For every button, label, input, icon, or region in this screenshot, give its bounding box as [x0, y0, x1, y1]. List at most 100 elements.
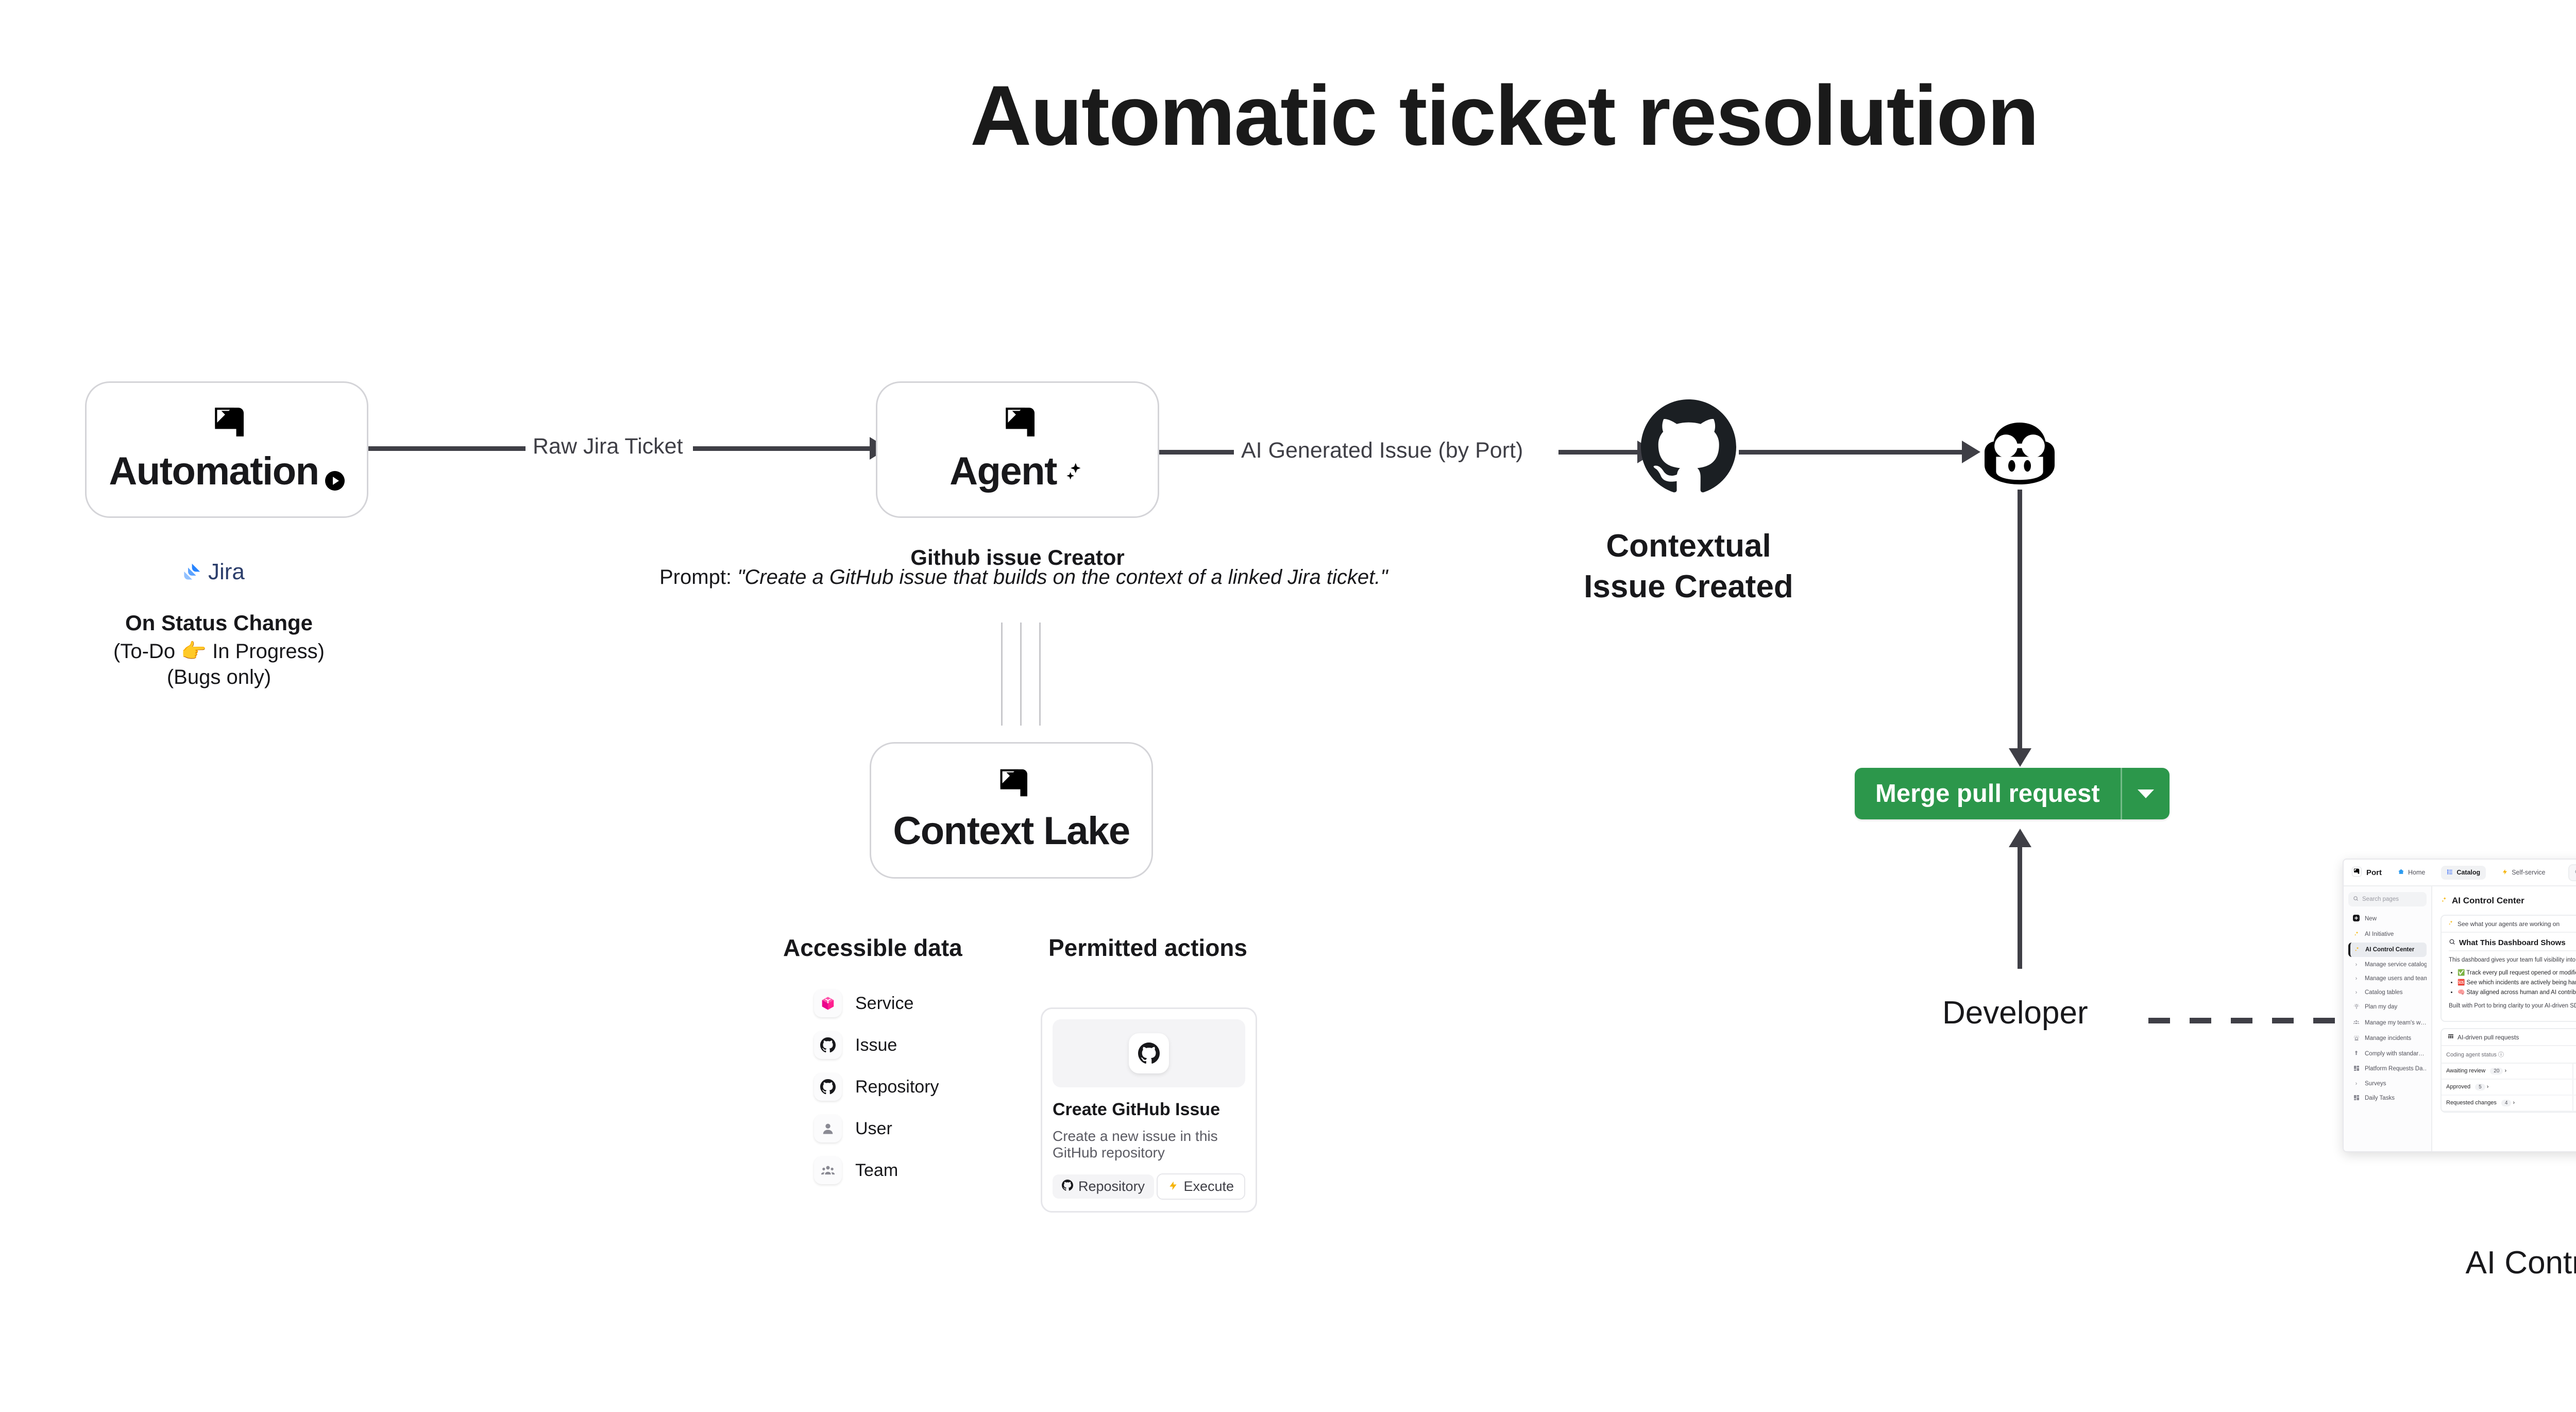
- permitted-actions-title: Permitted actions: [1048, 934, 1247, 961]
- edge-line-automation-agent-right: [693, 446, 871, 451]
- magnifier-icon: [2449, 938, 2455, 947]
- edge-line-github-copilot: [1739, 450, 1965, 455]
- merge-pull-request-label[interactable]: Merge pull request: [1875, 780, 2100, 808]
- sidebar-item-new[interactable]: New: [2348, 911, 2427, 926]
- agent-prompt-prefix: Prompt:: [659, 566, 738, 589]
- edge-label-ai-generated-issue: AI Generated Issue (by Port): [1234, 438, 1531, 463]
- agents-card-header: See what your agents are working on: [2442, 916, 2576, 933]
- global-search-input[interactable]: Search ⌘ K: [2568, 864, 2576, 881]
- edge-label-raw-jira-ticket: Raw Jira Ticket: [526, 434, 690, 459]
- search-icon: [2574, 869, 2576, 877]
- page-title-text: AI Control Center: [2452, 896, 2524, 905]
- edge-dashed-developer-dashboard: [2148, 1018, 2344, 1023]
- table-row[interactable]: Awaiting review 20 ›: [2442, 1063, 2576, 1080]
- incident-icon: [2352, 1035, 2360, 1043]
- action-card-title: Create GitHub Issue: [1053, 1100, 1220, 1119]
- nav-home[interactable]: Home: [2392, 865, 2431, 880]
- port-brand[interactable]: Port: [2352, 866, 2382, 879]
- edge-line-copilot-merge: [2018, 490, 2022, 752]
- sidebar-item-manage-my-teams-work[interactable]: Manage my team's w…: [2348, 1015, 2427, 1030]
- nav-catalog[interactable]: Catalog: [2441, 865, 2486, 880]
- table-row[interactable]: Requested changes 4 ›: [2442, 1095, 2576, 1112]
- github-octocat-icon: [1641, 399, 1736, 497]
- chevron-right-icon[interactable]: ›: [2513, 1100, 2515, 1106]
- sparkle-icon: [2448, 920, 2454, 928]
- sidebar-item-surveys[interactable]: › Surveys: [2348, 1077, 2427, 1090]
- execute-label: Execute: [1183, 1179, 1234, 1194]
- sidebar-item-label: AI Control Center: [2365, 947, 2415, 953]
- sidebar-item-comply-with-standards[interactable]: Comply with standar…: [2348, 1047, 2427, 1061]
- column-title[interactable]: Title: [2572, 1046, 2576, 1064]
- sidebar-item-platform-requests-dashboard[interactable]: Platform Requests Da…: [2348, 1062, 2427, 1076]
- home-icon: [2398, 868, 2404, 877]
- bolt-icon: [2502, 869, 2508, 877]
- list-item: ✅ Track every pull request opened or mod…: [2458, 968, 2576, 978]
- merge-button-separator: [2120, 768, 2122, 819]
- port-logo-icon: [2352, 866, 2362, 879]
- cell-title: [2572, 1095, 2576, 1112]
- dashboard-page-header: AI Control Center + Widget ···: [2441, 894, 2576, 908]
- action-card-footer: Repository Execute: [1053, 1173, 1245, 1200]
- sparkle-icon: [2352, 931, 2360, 938]
- merge-dropdown-button[interactable]: [2122, 768, 2170, 819]
- edge-line-agent-github-right: [1558, 450, 1638, 455]
- status-label: Requested changes: [2446, 1100, 2497, 1106]
- sidebar-search-input[interactable]: Search pages: [2348, 892, 2427, 906]
- ai-control-center-caption: AI Control Center: [2465, 1245, 2576, 1281]
- edge-arrow-to-merge-up: [2009, 829, 2031, 847]
- action-scope-label: Repository: [1078, 1179, 1145, 1194]
- agent-node[interactable]: Agent: [876, 381, 1159, 518]
- list-item[interactable]: Issue: [814, 1031, 939, 1059]
- accessible-data-title: Accessible data: [783, 934, 962, 961]
- chevron-right-icon: ›: [2355, 961, 2358, 968]
- list-item[interactable]: Repository: [814, 1073, 939, 1101]
- team-icon: [2352, 1019, 2360, 1027]
- execute-button[interactable]: Execute: [1157, 1173, 1245, 1200]
- chevron-right-icon[interactable]: ›: [2486, 1084, 2489, 1090]
- team-icon: [814, 1156, 842, 1184]
- sidebar-item-label: Manage my team's w…: [2365, 1019, 2427, 1026]
- dashboard-body: Search pages New AI Initiative AI Contro…: [2344, 886, 2576, 1151]
- pr-table-body: Awaiting review 20 ›: [2442, 1063, 2576, 1112]
- sidebar-item-label: Plan my day: [2365, 1004, 2398, 1010]
- play-icon[interactable]: [325, 471, 345, 491]
- sidebar-item-catalog-tables[interactable]: › Catalog tables: [2348, 986, 2427, 999]
- sidebar-item-ai-initiative[interactable]: AI Initiative: [2348, 927, 2427, 942]
- sidebar-item-label: Daily Tasks: [2365, 1095, 2395, 1101]
- jira-integration-badge: Jira: [181, 559, 245, 585]
- shield-icon: [2352, 1050, 2360, 1057]
- sparkle-icon: [1063, 460, 1086, 483]
- context-lake-node[interactable]: Context Lake: [870, 742, 1153, 879]
- list-item[interactable]: Team: [814, 1156, 939, 1184]
- list-item[interactable]: Service: [814, 989, 939, 1017]
- table-icon: [2448, 1033, 2454, 1041]
- automation-node[interactable]: Automation: [85, 381, 368, 518]
- table-row[interactable]: Approved 5 ›: [2442, 1079, 2576, 1096]
- sidebar-item-ai-control-center[interactable]: AI Control Center: [2348, 943, 2427, 957]
- sidebar-item-manage-service-catalog[interactable]: › Manage service catalog: [2348, 958, 2427, 971]
- accessible-data-list: Service Issue Repository User Team: [814, 989, 939, 1184]
- permitted-action-card[interactable]: Create GitHub Issue Create a new issue i…: [1041, 1007, 1257, 1213]
- port-logo-icon: [1001, 406, 1035, 440]
- action-card-description: Create a new issue in this GitHub reposi…: [1053, 1128, 1218, 1161]
- column-coding-agent-status[interactable]: Coding agent status ⓘ: [2442, 1046, 2573, 1064]
- automation-label-text: Automation: [109, 449, 319, 493]
- chevron-right-icon[interactable]: ›: [2504, 1068, 2507, 1074]
- merge-pull-request-button[interactable]: Merge pull request: [1855, 768, 2170, 819]
- plus-icon: [2352, 914, 2360, 923]
- jira-label: Jira: [208, 559, 245, 584]
- sidebar-item-manage-users-and-teams[interactable]: › Manage users and teams: [2348, 972, 2427, 985]
- cell-title: [2572, 1063, 2576, 1080]
- nav-self-service[interactable]: Self-service: [2496, 866, 2551, 880]
- sparkle-icon: [2353, 946, 2361, 954]
- sidebar-item-label: Catalog tables: [2365, 989, 2403, 996]
- sidebar-item-daily-tasks[interactable]: Daily Tasks: [2348, 1091, 2427, 1105]
- ai-control-center-screenshot[interactable]: Port Home Catalog Self-service Search ⌘ …: [2343, 859, 2576, 1152]
- sidebar-item-manage-incidents[interactable]: Manage incidents: [2348, 1031, 2427, 1046]
- pr-table: Coding agent status ⓘ Title Pull Request…: [2442, 1046, 2576, 1112]
- dashboard-icon: [2352, 1095, 2360, 1102]
- list-item[interactable]: User: [814, 1115, 939, 1142]
- chevron-right-icon: ›: [2355, 975, 2358, 982]
- sidebar-item-plan-my-day[interactable]: Plan my day: [2348, 1000, 2427, 1014]
